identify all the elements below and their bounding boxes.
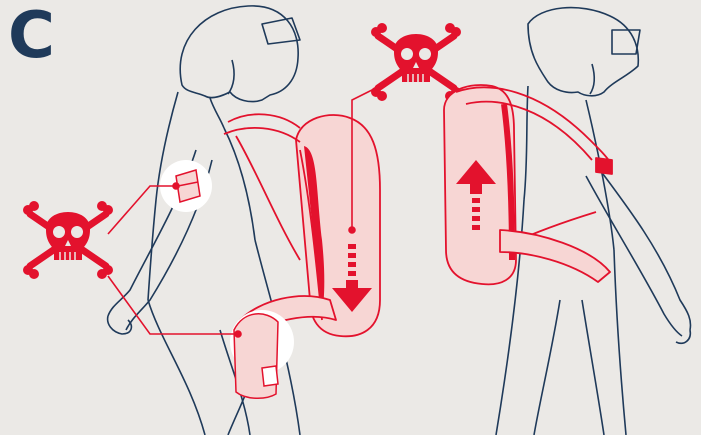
skull-crossbones-icon — [23, 201, 113, 279]
right-rider-figure — [496, 8, 691, 435]
right-backpack — [444, 85, 612, 284]
skull-crossbones-icon — [371, 23, 461, 101]
hip-buckle-detail — [234, 314, 278, 398]
